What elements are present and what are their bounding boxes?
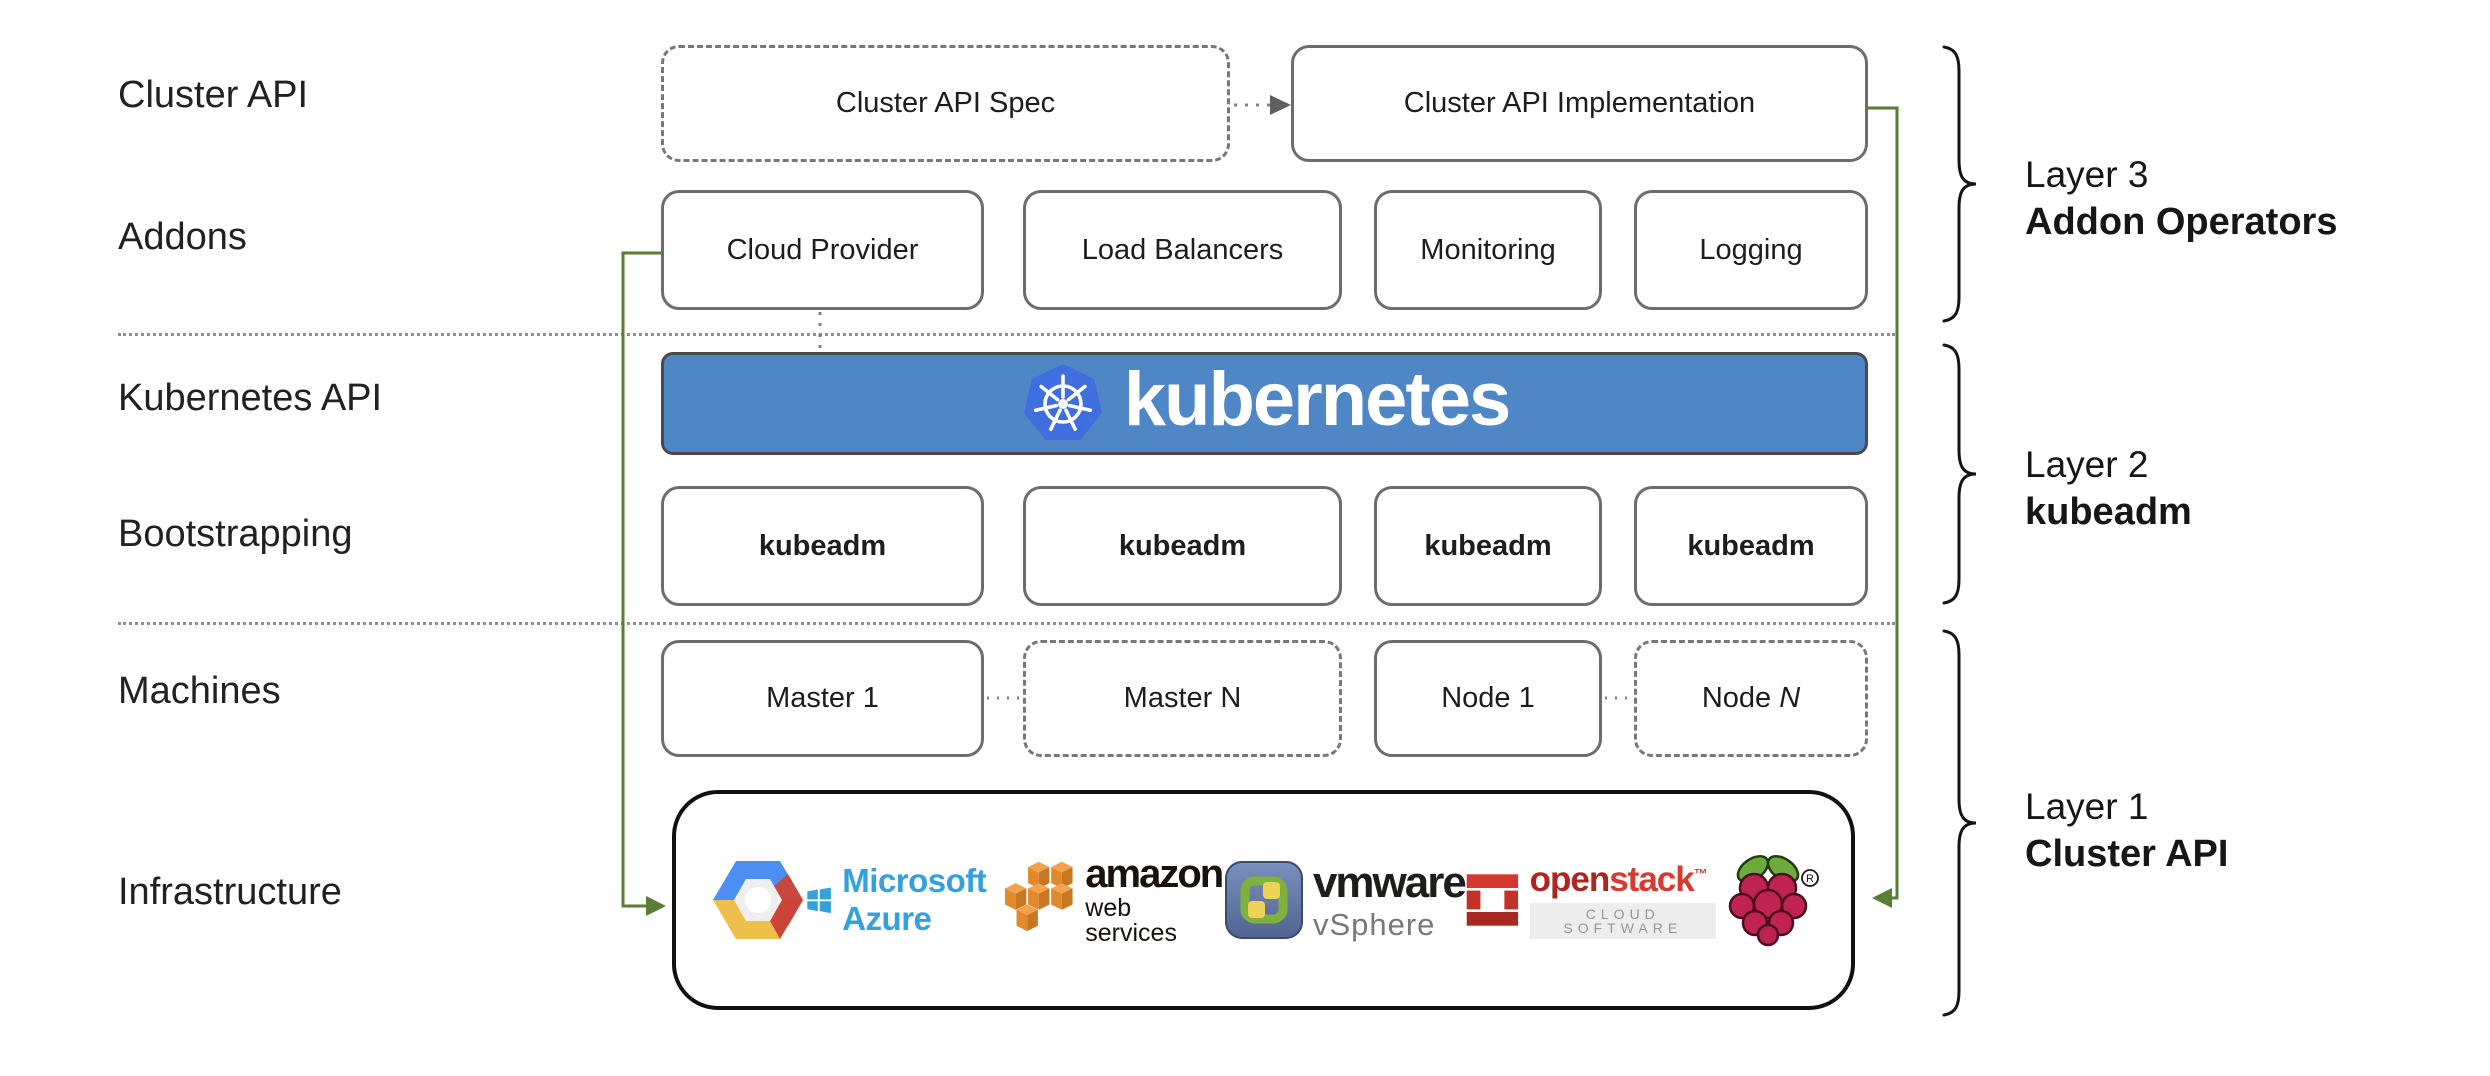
master-n-box: Master N [1023, 640, 1342, 757]
row-label-addons: Addons [118, 216, 247, 258]
kubernetes-logo-icon [1023, 363, 1102, 440]
layer-3-label: Layer 3 Addon Operators [2025, 152, 2337, 246]
kubeadm-label: kubeadm [1118, 529, 1247, 562]
kubeadm-box-3: kubeadm [1374, 486, 1602, 606]
node-n-suffix: N [1779, 682, 1801, 714]
layer-1-brace [1942, 629, 1977, 1017]
infrastructure-box: Microsoft Azure [672, 790, 1855, 1010]
kubernetes-banner-text: kubernetes [1123, 356, 1511, 442]
raspberry-pi-icon: R [1728, 855, 1819, 947]
microsoft-azure-logo: Microsoft Azure [806, 862, 1000, 938]
implementation-to-infrastructure-line [1868, 106, 1899, 900]
microsoft-flag-icon [807, 887, 831, 914]
row-label-infrastructure: Infrastructure [118, 871, 342, 913]
cloud-provider-box: Cloud Provider [661, 190, 984, 310]
row-label-cluster-api: Cluster API [118, 74, 309, 116]
vmware-wordmark: vmware [1312, 857, 1467, 907]
kubeadm-box-2: kubeadm [1023, 486, 1342, 606]
amazon-wordmark: amazon [1085, 852, 1224, 896]
master-1-box: Master 1 [661, 640, 984, 757]
openstack-icon [1466, 874, 1518, 926]
row-label-machines: Machines [118, 670, 281, 712]
openstack-wordmark: openstack™ [1530, 862, 1716, 897]
layer-2-label: Layer 2 kubeadm [2025, 442, 2192, 536]
layer-3-brace [1942, 45, 1977, 323]
vsphere-subtext: vSphere [1312, 906, 1436, 942]
google-cloud-icon [713, 861, 803, 939]
load-balancers-label: Load Balancers [1081, 233, 1284, 266]
node-1-label: Node 1 [1441, 682, 1535, 714]
logging-box: Logging [1634, 190, 1868, 310]
cloud-provider-to-infrastructure-line [621, 251, 661, 908]
row-label-kubernetes-api: Kubernetes API [118, 377, 383, 419]
cluster-api-spec-box: Cluster API Spec [661, 45, 1230, 162]
layer-3-subtitle: Addon Operators [2025, 201, 2338, 243]
layer-2-title: Layer 2 [2025, 444, 2149, 485]
openstack-tm: ™ [1693, 864, 1708, 881]
cluster-api-implementation-label: Cluster API Implementation [1403, 87, 1756, 119]
kubeadm-label: kubeadm [1687, 529, 1815, 562]
openstack-subtext: CLOUD SOFTWARE [1529, 902, 1716, 939]
separator-top [118, 333, 1895, 336]
monitoring-label: Monitoring [1420, 233, 1556, 266]
cluster-api-implementation-box: Cluster API Implementation [1291, 45, 1868, 162]
kubeadm-box-4: kubeadm [1634, 486, 1868, 606]
openstack-logo: openstack™ CLOUD SOFTWARE [1465, 862, 1716, 939]
layer-1-title: Layer 1 [2025, 786, 2149, 827]
kubeadm-box-1: kubeadm [661, 486, 984, 606]
master-n-label: Master N [1123, 682, 1242, 714]
google-cloud-logo [710, 857, 806, 943]
load-balancers-box: Load Balancers [1023, 190, 1342, 310]
kubernetes-banner: kubernetes [661, 352, 1868, 455]
aws-subtext: web services [1085, 894, 1177, 947]
vmware-vsphere-logo: vmware vSphere [1224, 857, 1467, 942]
aws-cubes-icon [1004, 861, 1073, 932]
openstack-word-stack: stack [1609, 859, 1695, 899]
openstack-word-open: open [1529, 859, 1611, 899]
registered-mark: R [1801, 869, 1819, 887]
logging-label: Logging [1699, 233, 1803, 266]
layer-1-subtitle: Cluster API [2025, 833, 2229, 875]
spec-to-implementation-arrowhead [1270, 95, 1291, 115]
right-green-arrowhead [1872, 888, 1892, 908]
node-n-label: Node N [1702, 682, 1800, 715]
layer-2-subtitle: kubeadm [2025, 491, 2192, 533]
raspberry-pi-logo: R [1716, 852, 1820, 948]
layer-1-label: Layer 1 Cluster API [2025, 784, 2228, 878]
layer-3-title: Layer 3 [2025, 154, 2149, 195]
kubeadm-label: kubeadm [1424, 529, 1552, 562]
separator-bottom [118, 622, 1895, 625]
master-1-label: Master 1 [766, 682, 879, 714]
svg-text:R: R [1806, 873, 1814, 885]
row-label-bootstrapping: Bootstrapping [118, 513, 353, 555]
cluster-api-spec-label: Cluster API Spec [835, 87, 1056, 119]
node-1-box: Node 1 [1374, 640, 1602, 757]
layer-2-brace [1942, 343, 1977, 605]
vsphere-icon [1224, 861, 1303, 939]
monitoring-box: Monitoring [1374, 190, 1602, 310]
aws-logo: amazon web services [1000, 854, 1225, 946]
left-green-arrowhead [646, 896, 666, 916]
azure-wordmark: Microsoft Azure [842, 862, 987, 937]
kubeadm-label: kubeadm [758, 529, 887, 562]
cloud-provider-label: Cloud Provider [726, 233, 919, 266]
node-n-prefix: Node [1701, 682, 1780, 714]
node-n-box: Node N [1634, 640, 1868, 757]
